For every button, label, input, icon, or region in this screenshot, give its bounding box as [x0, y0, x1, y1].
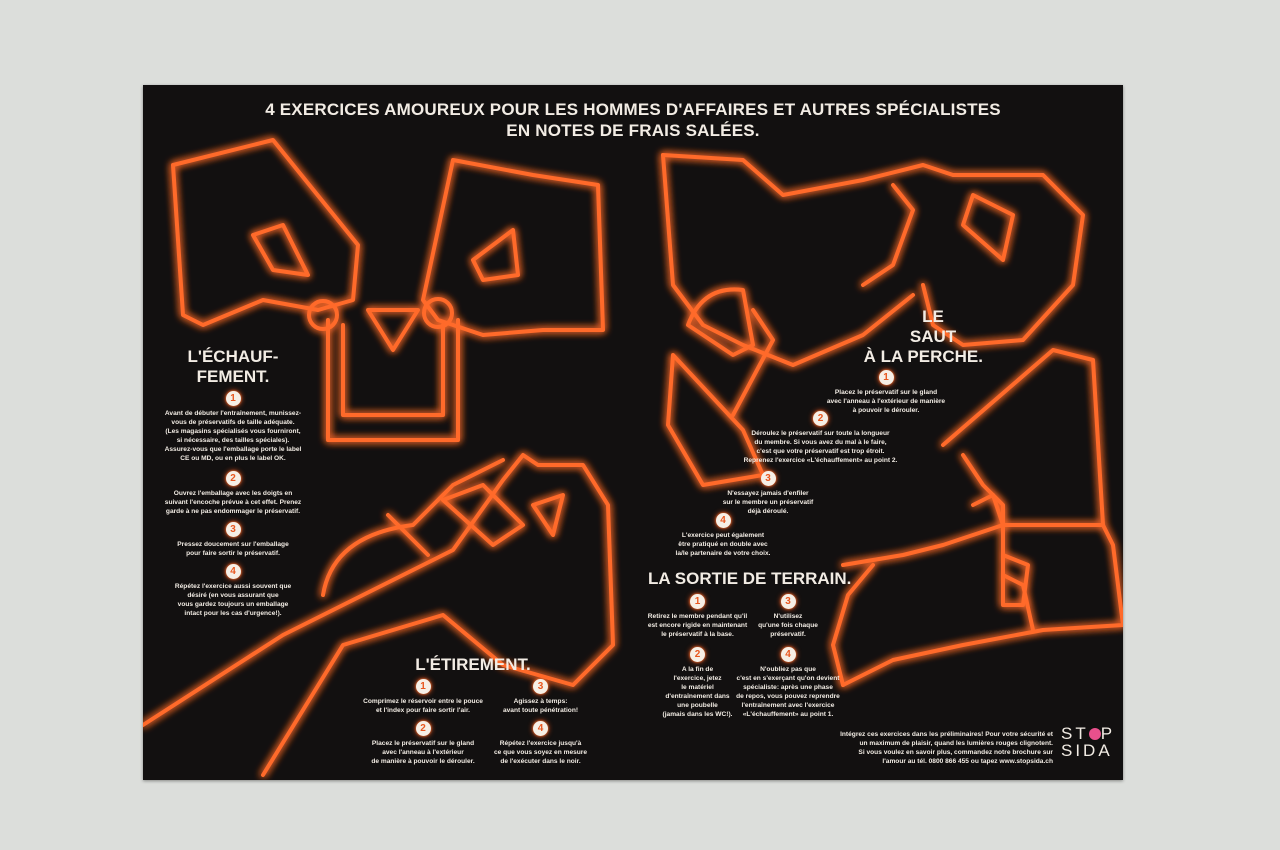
step-number-badge: 2 [225, 471, 241, 486]
section-heading: L'ÉCHAUF-FEMENT. [187, 347, 279, 386]
step-number-badge: 4 [780, 647, 796, 662]
neon-hands-stretch [143, 453, 615, 777]
neon-hands-warmup [171, 138, 605, 442]
section-heading: L'ÉTIREMENT. [415, 655, 531, 674]
step-number-badge: 4 [225, 564, 241, 579]
step-number-badge: 3 [533, 679, 548, 694]
step-number-badge: 1 [690, 594, 705, 609]
step-number-badge: 1 [415, 679, 431, 694]
section-warmup: L'ÉCHAUF-FEMENT. 1 Avant de débuter l'en… [148, 347, 318, 618]
section-heading: LA SORTIE DE TERRAIN. [648, 569, 852, 588]
step-number-badge: 1 [225, 391, 241, 406]
neon-hands-pole [661, 153, 1085, 487]
neon-illustrations [143, 138, 1123, 777]
step-number-badge: 2 [690, 647, 705, 662]
step-number-badge: 3 [225, 522, 241, 537]
neon-hands-exit [831, 348, 1123, 687]
step-number-badge: 3 [780, 594, 796, 609]
step-number-badge: 2 [415, 721, 431, 736]
poster: 4 EXERCICES AMOUREUX POUR LES HOMMES D'A… [143, 85, 1123, 780]
logo-line-2: SIDA [1061, 741, 1113, 760]
footer-note: Intégrez ces exercices dans les prélimin… [840, 731, 1053, 765]
logo-dot-icon [1088, 728, 1101, 740]
title-line: 4 EXERCICES AMOUREUX POUR LES HOMMES D'A… [265, 100, 1001, 119]
poster-title: 4 EXERCICES AMOUREUX POUR LES HOMMES D'A… [143, 99, 1123, 141]
title-line: EN NOTES DE FRAIS SALÉES. [506, 121, 760, 140]
step-number-badge: 2 [813, 411, 828, 426]
step-number-badge: 1 [878, 370, 894, 385]
step: 1 Avant de débuter l'entraînement, munis… [164, 391, 302, 462]
step-number-badge: 4 [715, 513, 731, 528]
step-number-badge: 3 [760, 471, 776, 486]
step-number-badge: 4 [533, 721, 548, 736]
